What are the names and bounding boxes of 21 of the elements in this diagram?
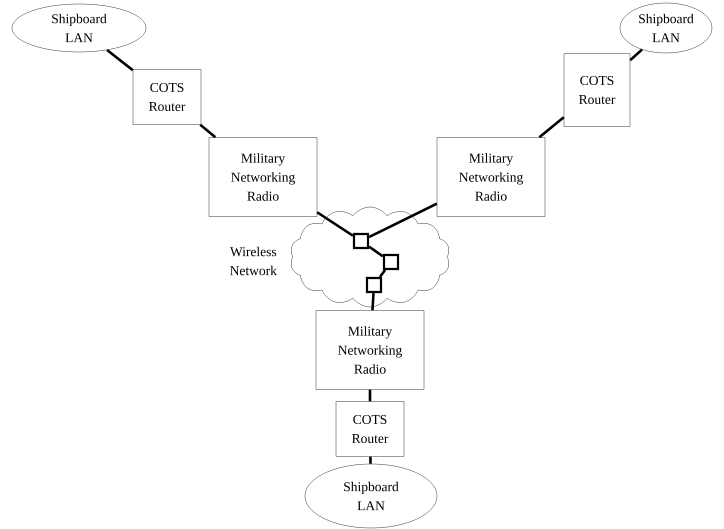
router-box: COTS Router	[564, 53, 630, 127]
connector-line	[538, 116, 565, 138]
radio-box: Military Networking Radio	[436, 137, 546, 217]
connector-line	[368, 202, 438, 238]
connector-line	[368, 246, 384, 258]
connector-line	[371, 293, 375, 310]
radio-box: Military Networking Radio	[208, 137, 318, 217]
connector-line	[378, 269, 386, 278]
router-box: COTS Router	[132, 69, 202, 125]
square	[382, 254, 400, 270]
node-label: Wireless Network	[230, 246, 277, 276]
radio-box: Military Networking Radio	[316, 310, 424, 390]
connector-line	[369, 456, 372, 464]
router-box: COTS Router	[336, 401, 404, 457]
connector-line	[316, 211, 354, 237]
square	[366, 276, 382, 294]
square	[352, 232, 370, 250]
connector-line	[199, 124, 216, 138]
connector-line	[106, 48, 134, 72]
connector-line	[629, 48, 643, 62]
connector-line	[368, 390, 372, 402]
